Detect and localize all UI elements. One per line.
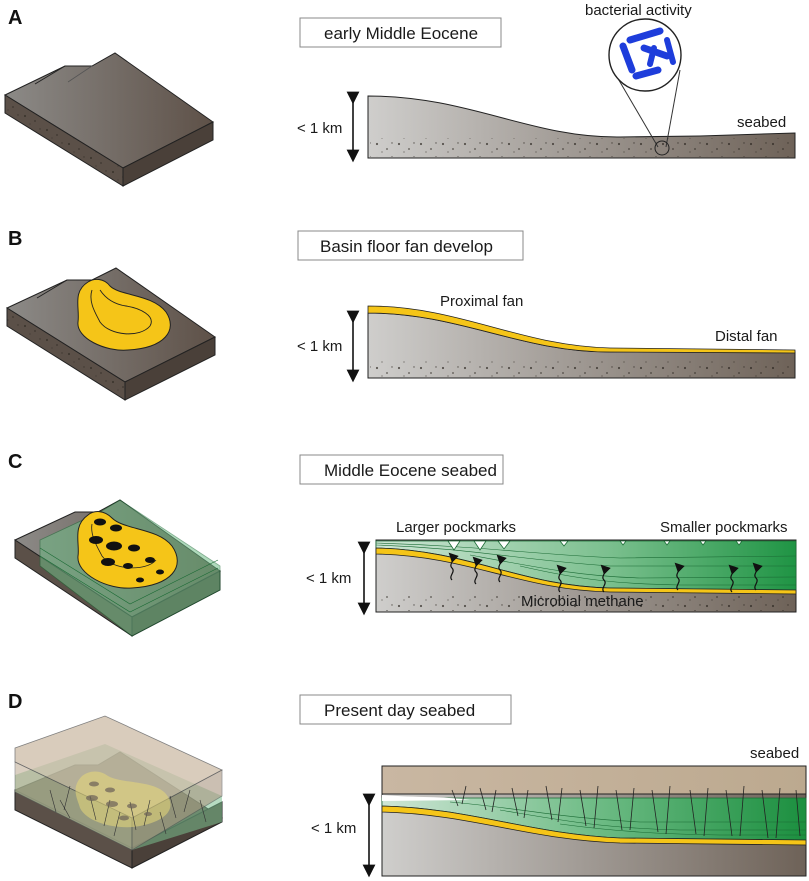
scale-label-d: < 1 km bbox=[311, 820, 356, 837]
panel-c: C Middle Eocene sea bbox=[8, 451, 797, 637]
cross-section-c bbox=[375, 539, 797, 613]
label-seabed-d: seabed bbox=[750, 745, 799, 762]
cross-section-d bbox=[381, 765, 807, 877]
panel-d: D Pre bbox=[8, 691, 807, 878]
label-microbial-methane: Microbial methane bbox=[521, 593, 644, 610]
bacteria-callout bbox=[608, 18, 682, 156]
fault-lines-section-d bbox=[451, 785, 801, 839]
label-proximal-fan: Proximal fan bbox=[440, 293, 523, 310]
panel-letter-c: C bbox=[8, 451, 22, 473]
panel-title-d: Present day seabed bbox=[324, 701, 475, 720]
scale-label-a: < 1 km bbox=[297, 120, 342, 137]
label-larger-pockmarks: Larger pockmarks bbox=[396, 519, 516, 536]
panel-title-c: Middle Eocene seabed bbox=[324, 461, 497, 480]
block-diagram-a bbox=[3, 52, 214, 187]
block-diagram-d bbox=[14, 715, 223, 869]
pockmarks-map bbox=[89, 518, 164, 583]
methane-arrows bbox=[448, 552, 763, 593]
label-distal-fan: Distal fan bbox=[715, 328, 778, 345]
label-bacterial-activity: bacterial activity bbox=[585, 2, 692, 19]
title-box-b bbox=[297, 230, 524, 261]
label-smaller-pockmarks: Smaller pockmarks bbox=[660, 519, 788, 536]
cross-section-a bbox=[367, 95, 796, 159]
block-diagram-c bbox=[13, 499, 221, 637]
panel-a: A early Middle Eocene < 1 km bbox=[3, 2, 796, 187]
cross-section-b bbox=[367, 305, 796, 379]
panel-letter-d: D bbox=[8, 691, 22, 713]
bacteria-icon bbox=[619, 27, 676, 80]
panel-letter-a: A bbox=[8, 7, 22, 29]
scale-label-c: < 1 km bbox=[306, 570, 351, 587]
title-box-a bbox=[299, 17, 502, 48]
block-diagram-b bbox=[5, 267, 216, 401]
title-box-d bbox=[299, 694, 512, 725]
panel-title-a: early Middle Eocene bbox=[324, 24, 478, 43]
label-seabed-a: seabed bbox=[737, 114, 786, 131]
panel-letter-b: B bbox=[8, 228, 22, 250]
title-box-c bbox=[299, 454, 504, 485]
scale-label-b: < 1 km bbox=[297, 338, 342, 355]
panel-title-b: Basin floor fan develop bbox=[320, 237, 493, 256]
panel-b: B Basin floor fan develop < 1 km Proxima… bbox=[5, 228, 796, 401]
